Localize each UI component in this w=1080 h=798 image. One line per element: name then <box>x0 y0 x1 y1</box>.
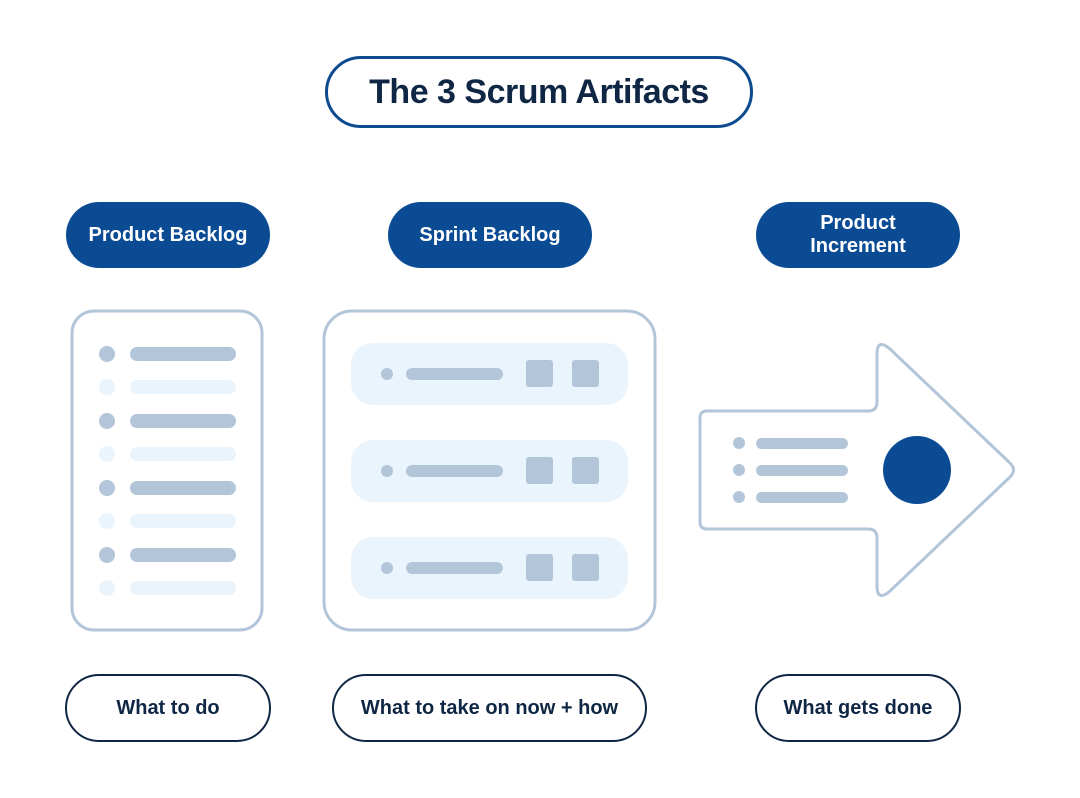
sprint-task-row <box>351 537 628 599</box>
sprint-task-dot <box>381 465 393 477</box>
description-what-to-do: What to do <box>65 674 271 742</box>
product-backlog-card <box>70 309 264 632</box>
increment-item-dot <box>733 437 745 449</box>
backlog-item-bar <box>130 380 236 394</box>
backlog-item-bar <box>130 414 236 428</box>
increment-item-bar <box>756 438 848 449</box>
backlog-item-dot <box>99 379 115 395</box>
increment-item-bar <box>756 492 848 503</box>
increment-done-circle <box>883 436 951 504</box>
backlog-item-dot <box>99 547 115 563</box>
backlog-item-dot <box>99 446 115 462</box>
increment-item-bar <box>756 465 848 476</box>
label-sprint-backlog-text: Sprint Backlog <box>419 223 561 246</box>
backlog-item-bar <box>130 514 236 528</box>
backlog-item-dot <box>99 413 115 429</box>
backlog-item-dot <box>99 513 115 529</box>
label-product-backlog: Product Backlog <box>66 202 270 268</box>
increment-item-dot <box>733 491 745 503</box>
sprint-task-square <box>572 457 599 484</box>
product-backlog-items <box>99 346 236 596</box>
diagram-title-text: The 3 Scrum Artifacts <box>369 72 709 111</box>
label-product-increment-text: Product Increment <box>810 212 906 258</box>
backlog-item-dot <box>99 346 115 362</box>
label-product-backlog-text: Product Backlog <box>88 223 248 246</box>
description-what-to-take-on-now: What to take on now + how <box>332 674 647 742</box>
label-sprint-backlog: Sprint Backlog <box>388 202 592 268</box>
description-what-to-do-text: What to do <box>116 696 220 719</box>
description-what-to-take-on-now-text: What to take on now + how <box>360 696 619 719</box>
diagram-title: The 3 Scrum Artifacts <box>325 56 753 128</box>
backlog-item-bar <box>130 548 236 562</box>
backlog-item-dot <box>99 580 115 596</box>
sprint-task-square <box>526 554 553 581</box>
description-what-gets-done: What gets done <box>755 674 961 742</box>
sprint-task-bar <box>406 562 503 574</box>
sprint-task-square <box>526 360 553 387</box>
sprint-backlog-card <box>322 309 657 632</box>
sprint-task-square <box>572 554 599 581</box>
backlog-item-bar <box>130 481 236 495</box>
backlog-item-bar <box>130 447 236 461</box>
label-product-increment-line-1: Product <box>820 212 896 234</box>
label-product-increment: Product Increment <box>756 202 960 268</box>
increment-item-dot <box>733 464 745 476</box>
increment-arrow-outline <box>698 343 1015 597</box>
sprint-task-square <box>572 360 599 387</box>
sprint-task-dot <box>381 368 393 380</box>
backlog-item-dot <box>99 480 115 496</box>
sprint-task-square <box>526 457 553 484</box>
sprint-task-bar <box>406 465 503 477</box>
sprint-task-bar <box>406 368 503 380</box>
label-product-increment-line-2: Increment <box>810 235 906 257</box>
product-increment-arrow <box>698 343 1015 597</box>
description-what-gets-done-text: What gets done <box>783 696 933 719</box>
sprint-task-dot <box>381 562 393 574</box>
backlog-item-bar <box>130 581 236 595</box>
sprint-task-row <box>351 440 628 502</box>
sprint-task-row <box>351 343 628 405</box>
backlog-item-bar <box>130 347 236 361</box>
